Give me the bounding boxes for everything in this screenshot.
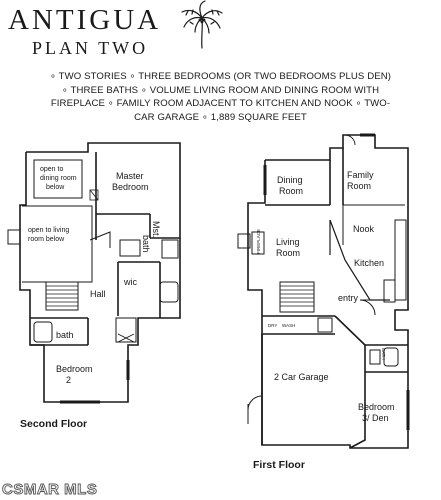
label-open-dining-1: open to — [40, 166, 63, 173]
label-mst-bath-2: bath — [141, 235, 151, 253]
first-floor-plan — [237, 133, 410, 449]
label-hall: Hall — [90, 289, 106, 299]
label-dining-1: Dining — [277, 175, 303, 185]
label-family-1: Family — [347, 170, 374, 180]
label-master-1: Master — [116, 171, 144, 181]
label-master-2: Bedroom — [112, 182, 149, 192]
second-floor-plan — [7, 142, 181, 404]
first-floor-label: First Floor — [253, 459, 305, 471]
features-list: ∘ TWO STORIES ∘ THREE BEDROOMS (OR TWO B… — [49, 71, 392, 123]
label-living-2: Room — [276, 248, 300, 258]
label-wic: wic — [123, 277, 137, 287]
label-open-dining-3: below — [46, 184, 65, 191]
label-family-2: Room — [347, 181, 371, 191]
palm-tree-logo-icon — [181, 0, 223, 49]
label-open-living-2: room below — [28, 236, 65, 243]
label-living-1: Living — [276, 237, 300, 247]
second-floor-label: Second Floor — [20, 418, 88, 430]
label-nook: Nook — [353, 224, 375, 234]
plan-subtitle: PLAN TWO — [32, 38, 149, 58]
label-open-dining-2: dining room — [40, 175, 77, 182]
mls-watermark: CSMAR MLS — [2, 481, 98, 499]
label-bedroom2-2: 2 — [66, 375, 71, 385]
label-bedroom3-2: 3/ Den — [362, 413, 389, 423]
label-bedroom3-1: Bedroom — [358, 402, 395, 412]
label-garage: 2 Car Garage — [274, 372, 329, 382]
label-open-living-1: open to living — [28, 227, 69, 234]
label-dining-2: Room — [279, 186, 303, 196]
label-kitchen: Kitchen — [354, 258, 384, 268]
label-dry: DRY — [268, 323, 277, 328]
label-wash: WASH — [282, 323, 295, 328]
label-bath: bath — [56, 330, 74, 340]
label-bedroom2-1: Bedroom — [56, 364, 93, 374]
plan-title: ANTIGUA — [8, 4, 162, 36]
label-entry: entry — [338, 293, 359, 303]
label-bath-first: BATH — [381, 348, 386, 360]
label-fireplace: FIREPLACE — [256, 229, 261, 254]
label-mst-bath-1: Mst. — [151, 221, 161, 238]
